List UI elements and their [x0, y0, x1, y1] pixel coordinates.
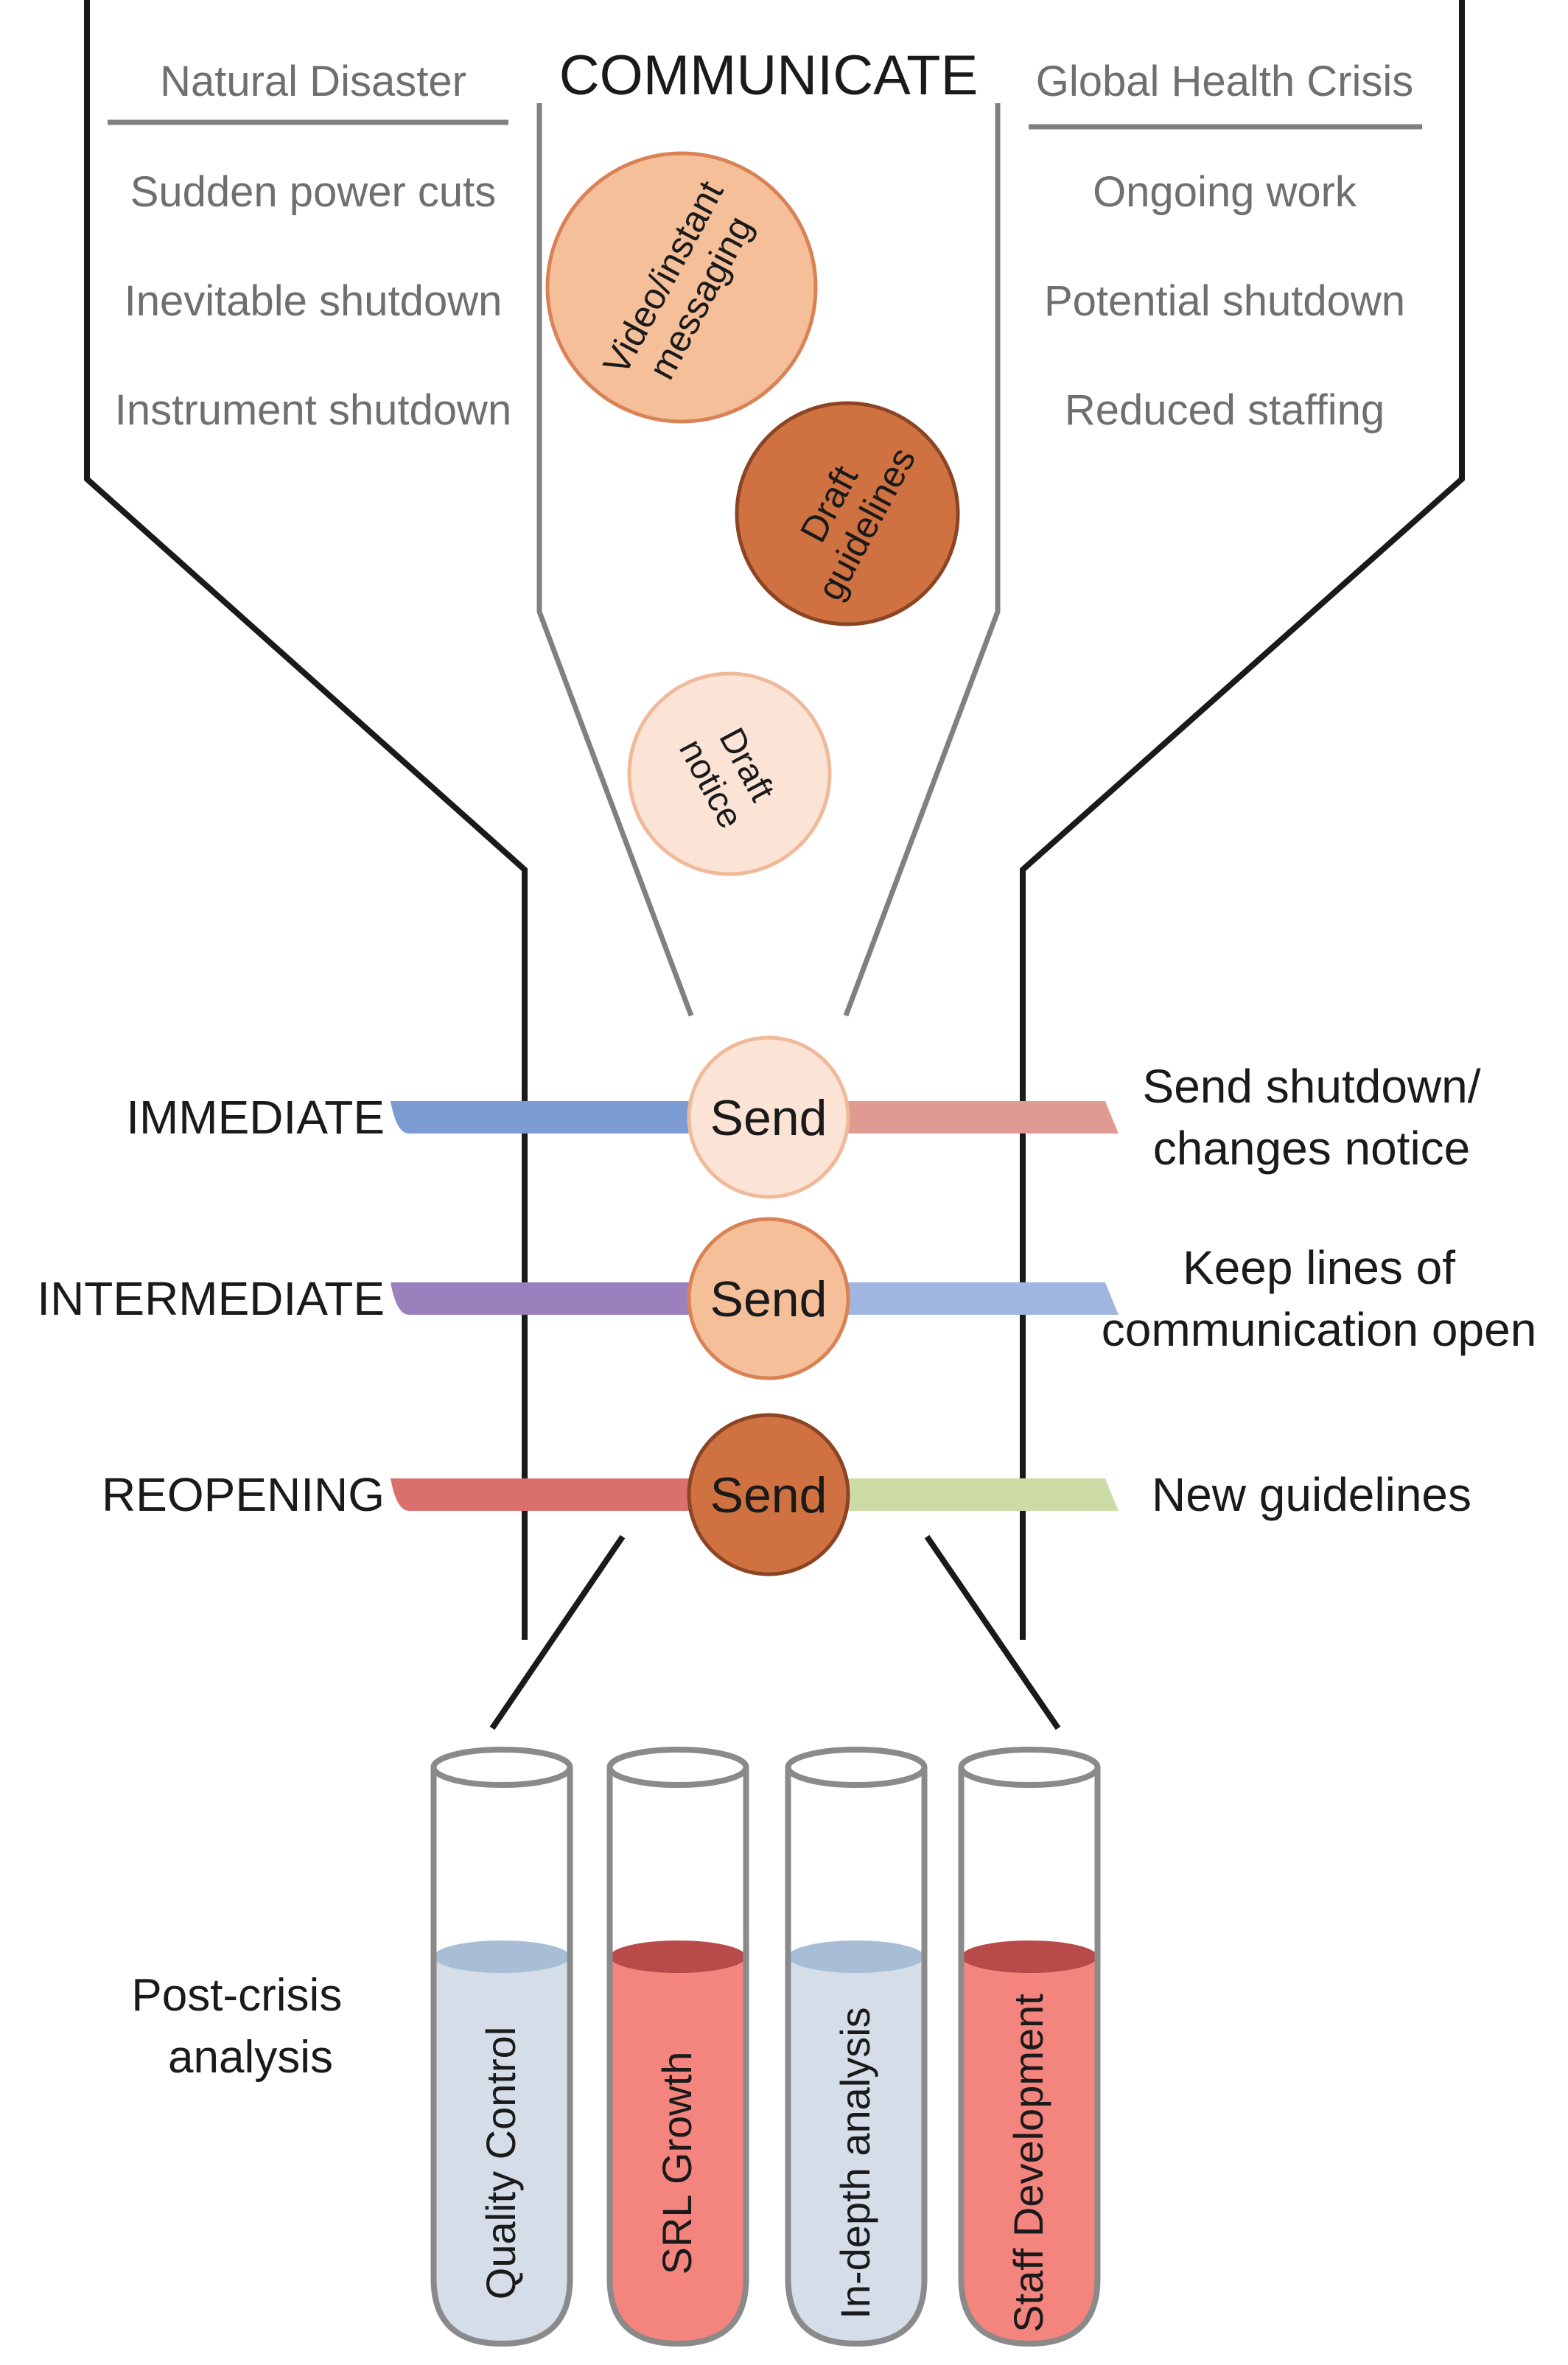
- phase-bar-left: [391, 1101, 707, 1133]
- phase-row: Send REOPENING New guidelines: [102, 1413, 1471, 1576]
- left-column-item: Inevitable shutdown: [125, 277, 503, 325]
- tube-label: Quality Control: [477, 2027, 524, 2299]
- phase-label: IMMEDIATE: [126, 1091, 385, 1144]
- phase-label: INTERMEDIATE: [37, 1272, 385, 1325]
- bubble-circle: [735, 401, 960, 626]
- tube-liquid-surface: [961, 1940, 1098, 1973]
- tube-label: In-depth analysis: [832, 2007, 878, 2319]
- tube-liquid: [609, 1957, 746, 2344]
- right-column: Global Health Crisis Ongoing work Potent…: [1029, 57, 1422, 434]
- left-column-heading: Natural Disaster: [160, 57, 466, 105]
- phase-bar-right: [833, 1478, 1119, 1511]
- post-crisis-label-line: Post-crisis: [131, 1970, 342, 2021]
- phase-action-line: Send shutdown/: [1143, 1060, 1481, 1113]
- send-label: Send: [710, 1467, 827, 1523]
- send-circle: [687, 1035, 850, 1199]
- tube-liquid: [433, 1957, 570, 2344]
- tube-liquid-surface: [433, 1940, 570, 1973]
- post-crisis-label: Post-crisis analysis: [131, 1970, 354, 2083]
- send-label: Send: [710, 1271, 827, 1327]
- tube-funnel-left: [489, 1534, 626, 1730]
- phase-row: Send IMMEDIATE Send shutdown/changes notic…: [126, 1035, 1481, 1199]
- phase-rows: Send IMMEDIATE Send shutdown/changes notic…: [37, 1035, 1537, 1576]
- phase-action: Send shutdown/changes notice: [1143, 1060, 1481, 1175]
- bubbles: Video/instantmessagingDraftguidelinesDra…: [545, 151, 960, 876]
- send-circle: [687, 1413, 850, 1576]
- tube-glass: [430, 1767, 573, 2347]
- right-column-item: Potential shutdown: [1044, 277, 1405, 325]
- tube-rim: [606, 1747, 749, 1788]
- tube-glass: [958, 1767, 1101, 2347]
- phase-action: New guidelines: [1152, 1468, 1471, 1521]
- right-column-heading: Global Health Crisis: [1036, 57, 1414, 105]
- diagram-title: COMMUNICATE: [559, 44, 979, 107]
- bubble-circle: [545, 151, 818, 424]
- bubble: Draftnotice: [627, 671, 832, 876]
- phase-label: REOPENING: [102, 1468, 385, 1521]
- phase-action-line: communication open: [1102, 1303, 1537, 1356]
- phase-action: Keep lines of communication open: [1102, 1241, 1537, 1356]
- left-column-item: Sudden power cuts: [130, 168, 497, 216]
- test-tube: Quality Control: [430, 1747, 573, 2347]
- tube-glass: [606, 1767, 749, 2347]
- tube-rim: [785, 1747, 928, 1788]
- phase-action-line: changes notice: [1153, 1122, 1471, 1175]
- tube-rim: [958, 1747, 1101, 1788]
- analysis-tubes: Quality Control SRL Growth In-depth analys…: [430, 1747, 1101, 2347]
- bubble: Video/instantmessaging: [545, 151, 818, 424]
- outer-funnel-left: [84, 0, 528, 1640]
- left-column-item: Instrument shutdown: [115, 386, 511, 434]
- right-column-item: Reduced staffing: [1065, 386, 1385, 434]
- bubble: Draftguidelines: [735, 401, 960, 626]
- right-column-item: Ongoing work: [1093, 168, 1357, 216]
- phase-bar-left: [391, 1478, 707, 1511]
- bubble-circle: [627, 671, 832, 876]
- phase-action-line: Keep lines of: [1183, 1241, 1455, 1294]
- post-crisis-label-line: analysis: [168, 2032, 333, 2083]
- send-circle: [687, 1217, 850, 1380]
- phase-bar-left: [391, 1282, 707, 1315]
- send-label: Send: [710, 1090, 827, 1146]
- phase-row: Send INTERMEDIATE Keep lines of communicati…: [37, 1217, 1537, 1380]
- tube-liquid-surface: [609, 1940, 746, 1973]
- tube-liquid: [961, 1957, 1098, 2344]
- outer-funnel-right: [1020, 0, 1465, 1640]
- test-tube: In-depth analysis: [785, 1747, 928, 2347]
- tube-rim: [430, 1747, 573, 1788]
- tube-label: Staff Development: [1005, 1994, 1051, 2333]
- phase-bar-right: [833, 1282, 1119, 1315]
- test-tube: SRL Growth: [606, 1747, 749, 2347]
- test-tube: Staff Development: [958, 1747, 1101, 2347]
- phase-bar-right: [833, 1101, 1119, 1133]
- tube-liquid: [788, 1957, 925, 2344]
- phase-action-line: New guidelines: [1152, 1468, 1471, 1521]
- inner-funnel-left: [536, 103, 694, 1017]
- inner-funnel-right: [843, 103, 1001, 1017]
- tube-funnel-right: [924, 1534, 1061, 1730]
- left-column: Natural Disaster Sudden power cuts Inevi…: [108, 57, 511, 434]
- tube-liquid-surface: [788, 1940, 925, 1973]
- tube-glass: [785, 1767, 928, 2347]
- tube-label: SRL Growth: [654, 2052, 700, 2275]
